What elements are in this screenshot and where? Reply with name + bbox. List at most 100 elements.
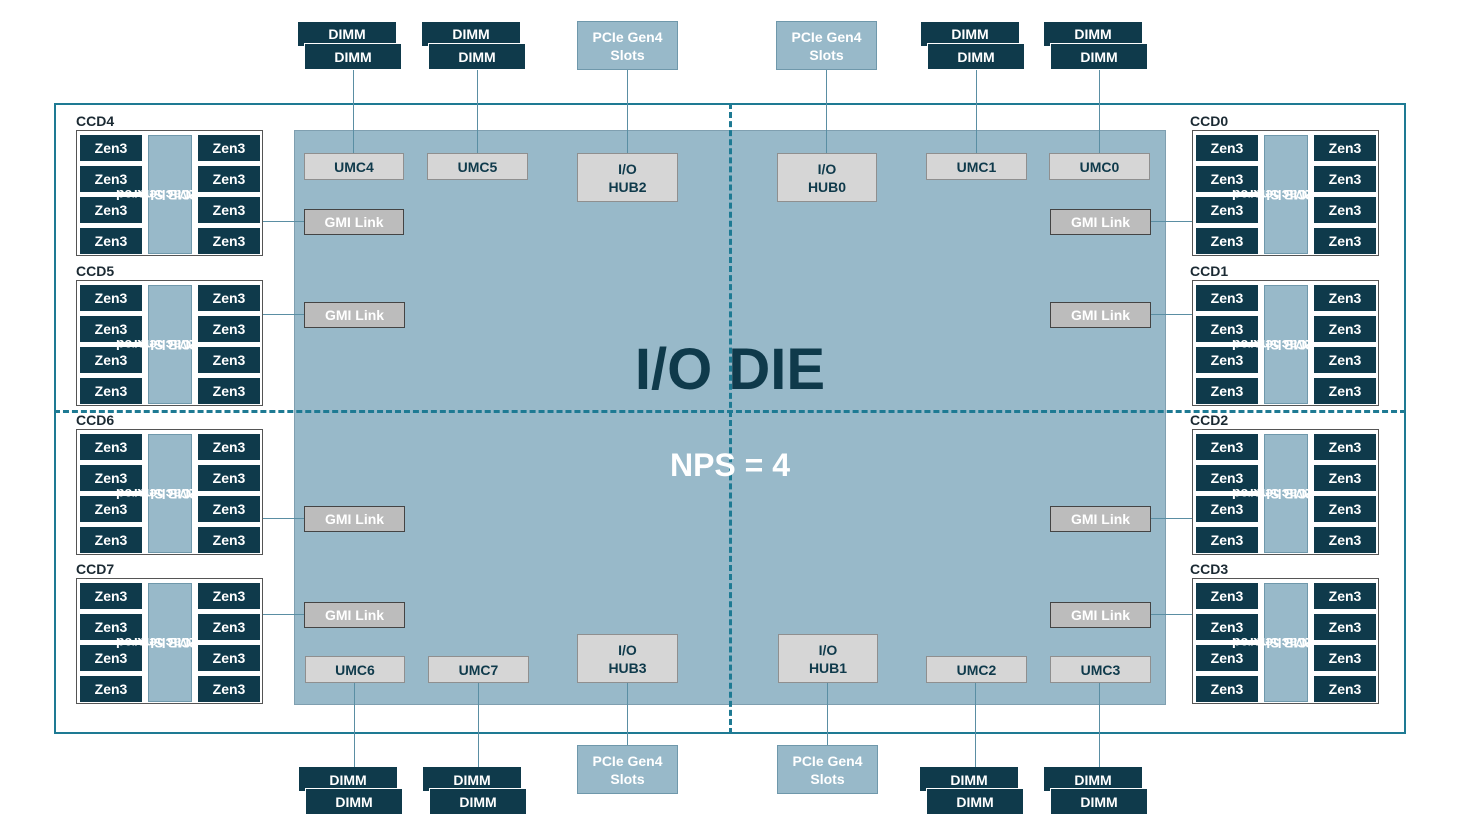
dimm-module: DIMM <box>921 22 1019 46</box>
zen3-core: Zen3 <box>80 197 142 223</box>
zen3-core: Zen3 <box>1196 583 1258 609</box>
zen3-core: Zen3 <box>1196 347 1258 373</box>
ccd-label: CCD7 <box>76 561 115 577</box>
pcie-slots-hub2: PCIe Gen4 Slots <box>577 21 678 70</box>
pcie-sublabel: Slots <box>810 770 845 787</box>
zen3-core: Zen3 <box>1314 197 1376 223</box>
ccd2-gmi-line <box>1150 518 1194 519</box>
dimm-module: DIMM <box>1044 22 1142 46</box>
dimm-module: DIMM <box>1050 788 1148 815</box>
io-hub1: I/O HUB1 <box>778 634 878 683</box>
hub2-pcie-line <box>627 70 628 153</box>
zen3-core: Zen3 <box>80 645 142 671</box>
zen3-core: Zen3 <box>198 135 260 161</box>
io-hub-label: I/O <box>818 641 838 658</box>
gmi-link-ccd0: GMI Link <box>1050 209 1151 235</box>
zen3-core: Zen3 <box>80 496 142 522</box>
umc3-dimm-line <box>1099 683 1100 767</box>
zen3-core: Zen3 <box>1196 135 1258 161</box>
io-hub3: I/O HUB3 <box>577 634 678 683</box>
zen3-core: Zen3 <box>1314 434 1376 460</box>
zen3-core: Zen3 <box>80 347 142 373</box>
zen3-core: Zen3 <box>198 316 260 342</box>
zen3-core: Zen3 <box>1314 166 1376 192</box>
ccd-label: CCD1 <box>1190 263 1229 279</box>
ccd-label: CCD5 <box>76 263 115 279</box>
pcie-label: PCIe Gen4 <box>592 752 663 769</box>
dimm-module: DIMM <box>299 767 397 791</box>
zen3-core: Zen3 <box>1314 583 1376 609</box>
dimm-module: DIMM <box>926 788 1024 815</box>
zen3-core: Zen3 <box>80 228 142 254</box>
zen3-core: Zen3 <box>80 166 142 192</box>
gmi-link-ccd3: GMI Link <box>1050 602 1151 628</box>
ccd-label: CCD6 <box>76 412 115 428</box>
zen3-core: Zen3 <box>198 496 260 522</box>
zen3-core: Zen3 <box>1196 465 1258 491</box>
zen3-core: Zen3 <box>1196 434 1258 460</box>
umc4: UMC4 <box>304 153 404 180</box>
umc2-dimm-line <box>975 683 976 767</box>
pcie-slots-hub1: PCIe Gen4 Slots <box>777 745 878 794</box>
dimm-module: DIMM <box>429 788 527 815</box>
ccd7-gmi-line <box>262 614 304 615</box>
zen3-core: Zen3 <box>198 614 260 640</box>
zen3-core: Zen3 <box>198 465 260 491</box>
zen3-core: Zen3 <box>80 676 142 702</box>
ccd1-gmi-line <box>1150 314 1194 315</box>
zen3-core: Zen3 <box>1196 166 1258 192</box>
dimm-module: DIMM <box>428 43 526 70</box>
zen3-core: Zen3 <box>198 285 260 311</box>
zen3-core: Zen3 <box>1196 496 1258 522</box>
io-hub-name: HUB2 <box>608 178 647 195</box>
gmi-link-ccd5: GMI Link <box>304 302 405 328</box>
pcie-sublabel: Slots <box>610 46 645 63</box>
zen3-core: Zen3 <box>1314 527 1376 553</box>
hub3-pcie-line <box>627 683 628 745</box>
zen3-core: Zen3 <box>1196 645 1258 671</box>
zen3-core: Zen3 <box>1196 228 1258 254</box>
zen3-core: Zen3 <box>1314 316 1376 342</box>
umc1: UMC1 <box>926 153 1027 180</box>
zen3-core: Zen3 <box>1314 228 1376 254</box>
zen3-core: Zen3 <box>80 316 142 342</box>
umc5-dimm-line <box>477 70 478 153</box>
zen3-core: Zen3 <box>1196 527 1258 553</box>
zen3-core: Zen3 <box>198 645 260 671</box>
umc1-dimm-line <box>976 70 977 153</box>
zen3-core: Zen3 <box>198 527 260 553</box>
quadrant-divider-vertical <box>729 103 732 734</box>
nps-label: NPS = 4 <box>669 447 791 483</box>
ccd0-gmi-line <box>1150 221 1194 222</box>
dimm-module: DIMM <box>304 43 402 70</box>
umc7: UMC7 <box>428 656 529 683</box>
zen3-core: Zen3 <box>80 614 142 640</box>
dimm-module: DIMM <box>423 767 521 791</box>
dimm-module: DIMM <box>1044 767 1142 791</box>
dimm-module: DIMM <box>1050 43 1148 70</box>
umc2: UMC2 <box>926 656 1027 683</box>
umc7-dimm-line <box>478 683 479 767</box>
zen3-core: Zen3 <box>1314 378 1376 404</box>
io-hub-name: HUB0 <box>807 178 847 195</box>
zen3-core: Zen3 <box>80 434 142 460</box>
zen3-core: Zen3 <box>1196 316 1258 342</box>
pcie-label: PCIe Gen4 <box>592 28 663 45</box>
dimm-module: DIMM <box>422 22 520 46</box>
umc3: UMC3 <box>1050 656 1151 683</box>
dimm-module: DIMM <box>298 22 396 46</box>
umc5: UMC5 <box>427 153 528 180</box>
ccd4-gmi-line <box>262 221 304 222</box>
zen3-core: Zen3 <box>1196 676 1258 702</box>
hub1-pcie-line <box>827 683 828 745</box>
gmi-link-ccd6: GMI Link <box>304 506 405 532</box>
io-hub0: I/O HUB0 <box>777 153 877 202</box>
